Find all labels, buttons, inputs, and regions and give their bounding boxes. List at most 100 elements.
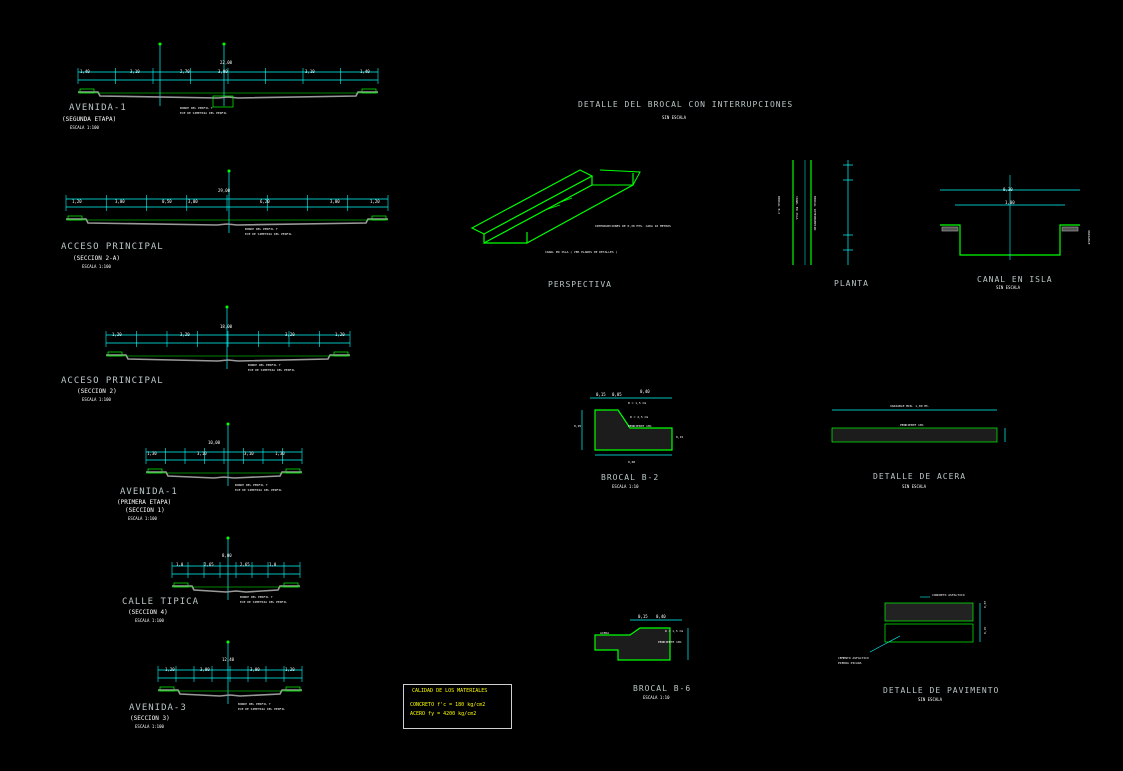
section-3-note: BORDE DEL PERFIL Y	[248, 363, 281, 367]
section-6-title: AVENIDA-3	[129, 703, 187, 713]
centerline-marker	[227, 169, 231, 173]
acera-dim: PENDIENTE 10%	[900, 423, 924, 427]
interruption-mark	[544, 204, 561, 211]
canal-isla-title: CANAL EN ISLA	[977, 275, 1053, 284]
brocal-b6-dim: PENDIENTE 10%	[658, 640, 682, 644]
canal-hatch	[941, 226, 959, 232]
section-1-note: BORDE DEL PERFIL Y	[180, 106, 213, 110]
centerline-marker	[225, 305, 229, 309]
section-6-dim: 3,00	[250, 667, 260, 672]
interruption-mark	[557, 197, 573, 204]
section-6-note: BORDE DEL PERFIL Y	[238, 702, 271, 706]
pavimento-leader	[869, 635, 901, 653]
section-5-dim: 2,65	[204, 562, 214, 567]
section-5-dim: 1,0	[269, 562, 277, 567]
section-2-total-dim: 29,00	[218, 188, 231, 193]
brocal-b2-title: BROCAL B-2	[601, 473, 660, 482]
planta-note: BROCAL INTERRUMPIDO	[813, 196, 817, 231]
brocal-b6-title: BROCAL B-6	[633, 684, 692, 693]
brocal-side-face	[526, 173, 634, 245]
section-1-dim: 1,40	[80, 69, 90, 74]
road-surface	[146, 471, 302, 479]
section-2-subtitle: (SECCION 2-A)	[73, 255, 120, 262]
road-surface	[172, 585, 300, 593]
pavimento-dim: PIEDRA PICADA	[838, 661, 862, 665]
section-6-dim: 3,00	[200, 667, 210, 672]
section-1-dim: 1,40	[360, 69, 370, 74]
brocal-top-face	[470, 169, 594, 235]
brocal-b2-dim: 0,40	[640, 389, 650, 394]
acera-dim: VARIABLE MIN. 1,00 Mt.	[890, 404, 930, 408]
section-6-note: EJE DE SIMETRIA DEL PERFIL	[238, 707, 285, 711]
planta-note: BROCAL B-2	[777, 196, 781, 215]
pavimento-dim: CEMENTO ASFALTICO	[838, 656, 869, 660]
centerline-marker	[226, 422, 230, 426]
section-3-dim: 1,20	[112, 332, 122, 337]
brocal-interrupciones-title: DETALLE DEL BROCAL CON INTERRUPCIONES	[578, 100, 794, 109]
section-2-note: EJE DE SIMETRIA DEL PERFIL	[245, 232, 292, 236]
brocal-interrupciones-scale: SIN ESCALA	[662, 115, 687, 120]
section-3-scale: ESCALA 1:100	[82, 397, 111, 402]
brocal-b6-dim: R = 1,5 Cm	[665, 629, 684, 633]
section-4-total-dim: 10,00	[208, 440, 221, 445]
section-3-dim: 3,20	[180, 332, 190, 337]
section-4-dim: 1,30	[147, 451, 157, 456]
centerline-marker	[226, 536, 230, 540]
brocal-b6-scale: ESCALA 1:10	[643, 695, 670, 700]
section-1-dim: 3,10	[305, 69, 315, 74]
brocal-b2-dim: 0,15	[676, 435, 684, 439]
section-5-dim: 1,0	[176, 562, 184, 567]
section-2-note: BORDE DEL PERFIL Y	[245, 227, 278, 231]
section-5-total-dim: 8,00	[222, 553, 232, 558]
section-4-subtitle: (PRIMERA ETAPA)	[117, 499, 172, 506]
section-1-note: EJE DE SIMETRIA DEL PERFIL	[180, 111, 227, 115]
canal-hatch	[1061, 226, 1079, 232]
brocal-b6-dim: 0,40	[656, 614, 666, 619]
canal-isla-dim: 0,30	[1003, 187, 1013, 192]
section-2-title: ACCESO PRINCIPAL	[61, 242, 164, 252]
centerline-marker	[158, 42, 162, 46]
section-6-scale: ESCALA 1:100	[135, 724, 164, 729]
centerline-marker	[226, 640, 230, 644]
section-5-note: EJE DE SIMETRIA DEL PERFIL	[240, 600, 287, 604]
brocal-side-face	[483, 176, 593, 245]
section-5-dim: 2,65	[240, 562, 250, 567]
base-layer	[884, 623, 974, 643]
pavimento-scale: SIN ESCALA	[918, 697, 943, 702]
pavimento-title: DETALLE DE PAVIMENTO	[883, 686, 1000, 695]
brocal-b2-body	[594, 409, 673, 451]
section-2-dim: 3,00	[115, 199, 125, 204]
section-6-dim: 1,20	[165, 667, 175, 672]
brocal-b2-scale: ESCALA 1:10	[612, 484, 639, 489]
planta-title: PLANTA	[834, 279, 869, 288]
brocal-b2-dim: 0,25	[574, 424, 582, 428]
section-2-dim: 1,20	[72, 199, 82, 204]
section-6-total-dim: 12,40	[222, 657, 235, 662]
brocal-b6-dim: ACERA	[600, 631, 610, 635]
section-4-dim: 1,30	[275, 451, 285, 456]
brocal-b2-dim: 0,15	[596, 392, 606, 397]
section-3-dim: 1,20	[335, 332, 345, 337]
section-1-scale: ESCALA 1:100	[70, 125, 99, 130]
section-2-dim: 3,00	[330, 199, 340, 204]
perspectiva-note: INTERRUPCIONES DE 0,30 MTS. CADA 10 METR…	[595, 224, 671, 228]
section-3-subtitle: (SECCION 2)	[77, 388, 117, 395]
materials-row-steel: ACERO fy = 4200 kg/cm2	[410, 711, 477, 717]
brocal-b2-dim: R = 1,5 Cm	[628, 401, 647, 405]
section-1-dim: 3,00	[218, 69, 228, 74]
section-5-subtitle: (SECCION 4)	[128, 609, 168, 616]
canal-isla-scale: SIN ESCALA	[996, 285, 1021, 290]
section-3-note: EJE DE SIMETRIA DEL PERFIL	[248, 368, 295, 372]
section-1-subtitle: (SEGUNDA ETAPA)	[62, 116, 117, 123]
acera-slab	[831, 427, 998, 443]
materials-table: CALIDAD DE LOS MATERIALES CONCRETO f'c =…	[403, 684, 512, 729]
section-2-dim: 6,20	[260, 199, 270, 204]
section-1-dim: 3,10	[130, 69, 140, 74]
section-5-scale: ESCALA 1:100	[135, 618, 164, 623]
asphalt-layer	[884, 602, 974, 622]
road-surface	[66, 218, 388, 226]
section-4-title: AVENIDA-1	[120, 487, 178, 497]
brocal-b2-dim: 0,05	[612, 392, 622, 397]
